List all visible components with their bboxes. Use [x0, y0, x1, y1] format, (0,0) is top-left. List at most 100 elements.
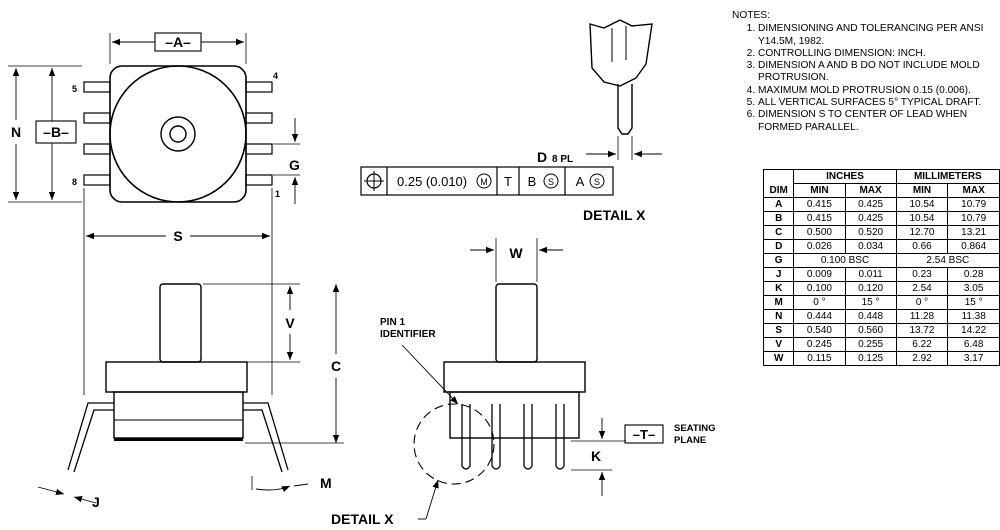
detail-x-title: DETAIL X	[583, 207, 646, 223]
dim-cell: J	[762, 267, 795, 282]
side-view-upper-body	[105, 361, 248, 393]
side-view-lower-body	[113, 391, 244, 439]
inches-max-cell: 0.520	[844, 225, 897, 240]
dim-cell: C	[762, 225, 795, 240]
notes-title: NOTES:	[732, 10, 770, 21]
note-item: DIMENSIONING AND TOLERANCING PER ANSI Y1…	[758, 23, 1000, 48]
mm-max-cell: 14.22	[947, 323, 1000, 338]
inches-max-cell: 0.425	[844, 211, 897, 226]
detail-x-view	[586, 19, 662, 160]
header-inches-min: MIN	[793, 183, 846, 198]
mm-bsc-cell: 2.54 BSC	[895, 253, 1000, 268]
detail-x-circle	[413, 403, 495, 485]
label-w: W	[509, 245, 523, 261]
label-t: –T–	[633, 427, 655, 442]
label-d: D	[537, 149, 547, 165]
pin-4-label: 4	[273, 71, 278, 81]
pin1-identifier-line-2: IDENTIFIER	[380, 329, 436, 340]
table-corner	[762, 169, 795, 184]
header-mm-max: MAX	[947, 183, 1000, 198]
detail-x-lead	[617, 84, 633, 135]
inches-min-cell: 0.415	[793, 211, 846, 226]
label-c: C	[331, 358, 341, 374]
inches-bsc-cell: 0.100 BSC	[793, 253, 897, 268]
mm-max-cell: 11.38	[947, 309, 1000, 324]
inches-min-cell: 0.500	[793, 225, 846, 240]
dim-cell: M	[762, 295, 795, 310]
port-inner-ring	[169, 125, 187, 143]
mm-max-cell: 10.79	[947, 211, 1000, 226]
side-view	[37, 283, 344, 504]
label-m: M	[320, 475, 332, 491]
mm-min-cell: 2.92	[895, 351, 949, 366]
note-item: MAXIMUM MOLD PROTRUSION 0.15 (0.006).	[758, 85, 1000, 97]
notes-block: NOTES: DIMENSIONING AND TOLERANCING PER …	[732, 10, 1000, 134]
mm-max-cell: 3.05	[947, 281, 1000, 296]
inches-min-cell: 0.115	[793, 351, 846, 366]
side-view-port	[159, 283, 202, 363]
header-mm-min: MIN	[895, 183, 949, 198]
front-view-leads	[461, 404, 565, 470]
fcf-modifier-rfs-2: S	[594, 177, 600, 187]
label-k: K	[591, 448, 601, 464]
label-a: –A–	[165, 34, 191, 50]
label-n: N	[11, 124, 21, 140]
datum-b-box	[35, 120, 77, 144]
mm-min-cell: 10.54	[895, 197, 949, 212]
inches-max-cell: 0.120	[844, 281, 897, 296]
header-dim: DIM	[762, 183, 795, 198]
seating-plane-line-2: PLANE	[674, 435, 706, 446]
feature-control-frame	[360, 166, 614, 196]
mm-min-cell: 0.23	[895, 267, 949, 282]
label-b: –B–	[43, 124, 69, 140]
inches-max-cell: 0.125	[844, 351, 897, 366]
fcf-modifier-rfs-1: S	[548, 177, 554, 187]
fcf-datum-b: B	[528, 174, 537, 189]
right-leads	[245, 81, 273, 186]
dim-cell: S	[762, 323, 795, 338]
inches-min-cell: 0.009	[793, 267, 846, 282]
mm-max-cell: 6.48	[947, 337, 1000, 352]
front-view-lower-body	[449, 391, 580, 439]
inches-max-cell: 0.425	[844, 197, 897, 212]
inches-max-cell: 0.255	[844, 337, 897, 352]
fcf-tolerance: 0.25 (0.010)	[397, 174, 467, 189]
fcf-modifier-mmc: M	[480, 177, 488, 187]
note-item: ALL VERTICAL SURFACES 5° TYPICAL DRAFT.	[758, 97, 1000, 109]
mm-max-cell: 0.864	[947, 239, 1000, 254]
note-item: CONTROLLING DIMENSION: INCH.	[758, 48, 1000, 60]
inches-min-cell: 0.444	[793, 309, 846, 324]
dim-cell: G	[762, 253, 795, 268]
label-s: S	[173, 228, 182, 244]
left-leads	[83, 81, 111, 186]
header-millimeters: MILLIMETERS	[895, 169, 1000, 184]
mm-min-cell: 0.66	[895, 239, 949, 254]
header-inches-max: MAX	[844, 183, 897, 198]
mm-max-cell: 3.17	[947, 351, 1000, 366]
mm-min-cell: 11.28	[895, 309, 949, 324]
inches-max-cell: 0.560	[844, 323, 897, 338]
notes-list: DIMENSIONING AND TOLERANCING PER ANSI Y1…	[732, 23, 1000, 134]
dim-cell: A	[762, 197, 795, 212]
note-item: DIMENSION A AND B DO NOT INCLUDE MOLD PR…	[758, 60, 1000, 85]
mm-max-cell: 13.21	[947, 225, 1000, 240]
detail-x-callout: DETAIL X	[331, 511, 394, 527]
dimension-table: INCHES MILLIMETERS DIM MIN MAX MIN MAX A…	[762, 169, 1000, 366]
dim-cell: B	[762, 211, 795, 226]
label-g: G	[289, 157, 300, 173]
right-formed-lead	[243, 402, 289, 473]
fcf-datum-a: A	[576, 174, 585, 189]
inches-min-cell: 0.540	[793, 323, 846, 338]
inches-max-cell: 15 °	[844, 295, 897, 310]
header-inches: INCHES	[793, 169, 897, 184]
